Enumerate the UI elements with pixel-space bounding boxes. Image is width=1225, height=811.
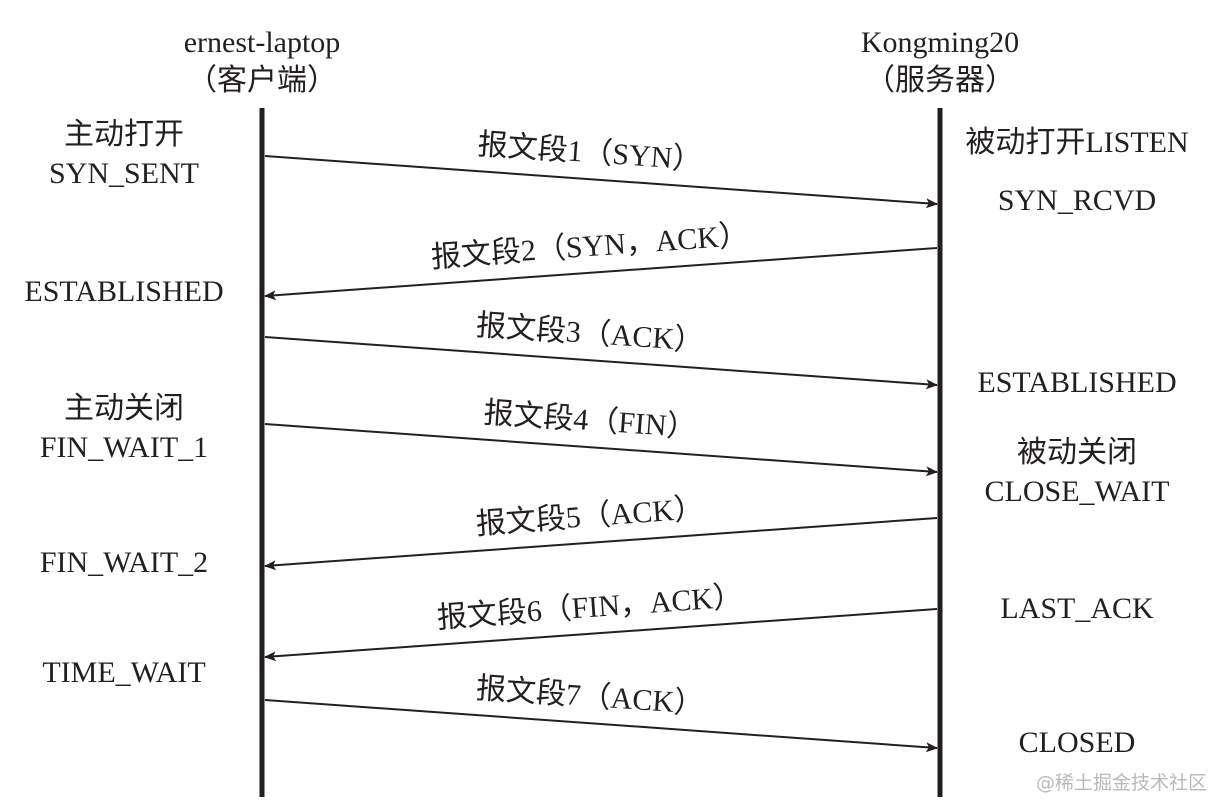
client-hostname: ernest-laptop bbox=[183, 26, 341, 59]
segment-arrow bbox=[264, 155, 938, 209]
segment-arrow bbox=[264, 699, 938, 753]
server-state-last-ack: LAST_ACK bbox=[1000, 592, 1154, 625]
server-state-passive-close: 被动关闭 bbox=[1017, 436, 1137, 469]
server-state-close-wait: CLOSE_WAIT bbox=[984, 475, 1170, 508]
server-role: （服务器） bbox=[865, 64, 1015, 97]
server-hostname: Kongming20 bbox=[860, 26, 1020, 59]
client-role: （客户端） bbox=[187, 64, 337, 97]
server-state-closed: CLOSED bbox=[1018, 726, 1136, 759]
server-state-passive-open-listen: 被动打开LISTEN bbox=[965, 126, 1189, 159]
server-state-syn-rcvd: SYN_RCVD bbox=[997, 184, 1157, 217]
segment-arrow bbox=[264, 336, 938, 390]
client-state-fin-wait-1: FIN_WAIT_1 bbox=[39, 431, 209, 464]
segment-arrow bbox=[264, 608, 938, 662]
client-state-active-open: 主动打开 bbox=[64, 118, 184, 151]
segment-arrow bbox=[264, 247, 938, 301]
segment-arrow bbox=[264, 517, 938, 571]
client-state-fin-wait-2: FIN_WAIT_2 bbox=[39, 546, 209, 579]
client-state-active-close: 主动关闭 bbox=[64, 392, 184, 425]
watermark: @稀土掘金技术社区 bbox=[1035, 772, 1207, 794]
segment-arrow bbox=[264, 423, 938, 477]
segment-arrows bbox=[264, 155, 938, 753]
client-state-time-wait: TIME_WAIT bbox=[42, 656, 206, 689]
client-state-established: ESTABLISHED bbox=[24, 275, 224, 308]
server-state-established: ESTABLISHED bbox=[977, 366, 1177, 399]
client-state-syn-sent: SYN_SENT bbox=[48, 157, 200, 190]
